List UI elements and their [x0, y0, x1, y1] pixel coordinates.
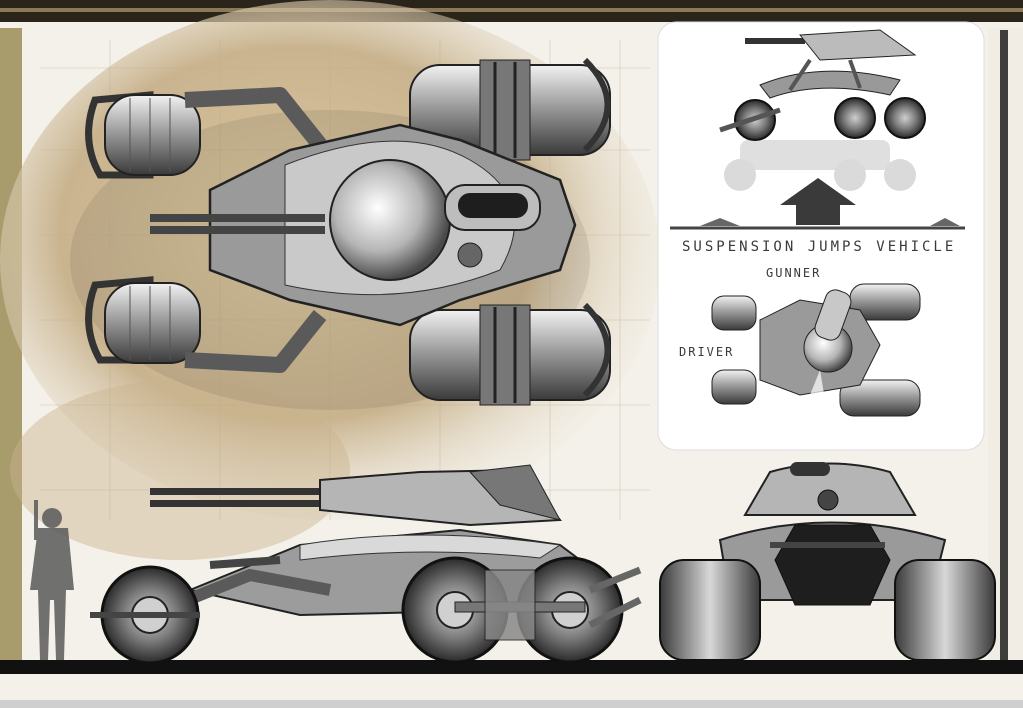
rear-wheel-bottom: [85, 276, 201, 364]
suspension-jumps-label: SUSPENSION JUMPS VEHICLE: [682, 239, 957, 255]
vehicle-top-view: [70, 57, 611, 410]
driver-label: DRIVER: [679, 345, 735, 359]
rear-wheel-top: [85, 91, 201, 179]
front-wheel-bottom: [409, 302, 611, 406]
suspension-panel: [657, 21, 985, 451]
mini-top-view: [711, 283, 921, 430]
vehicle-side-view: [90, 464, 642, 665]
turret-dome-top: [329, 159, 451, 281]
up-arrow-icon: [780, 178, 856, 225]
gunner-label: GUNNER: [766, 266, 822, 280]
front-wheel-top: [409, 57, 611, 161]
soldier-scale-silhouette: [30, 500, 74, 660]
vehicle-front-view: [659, 462, 996, 661]
